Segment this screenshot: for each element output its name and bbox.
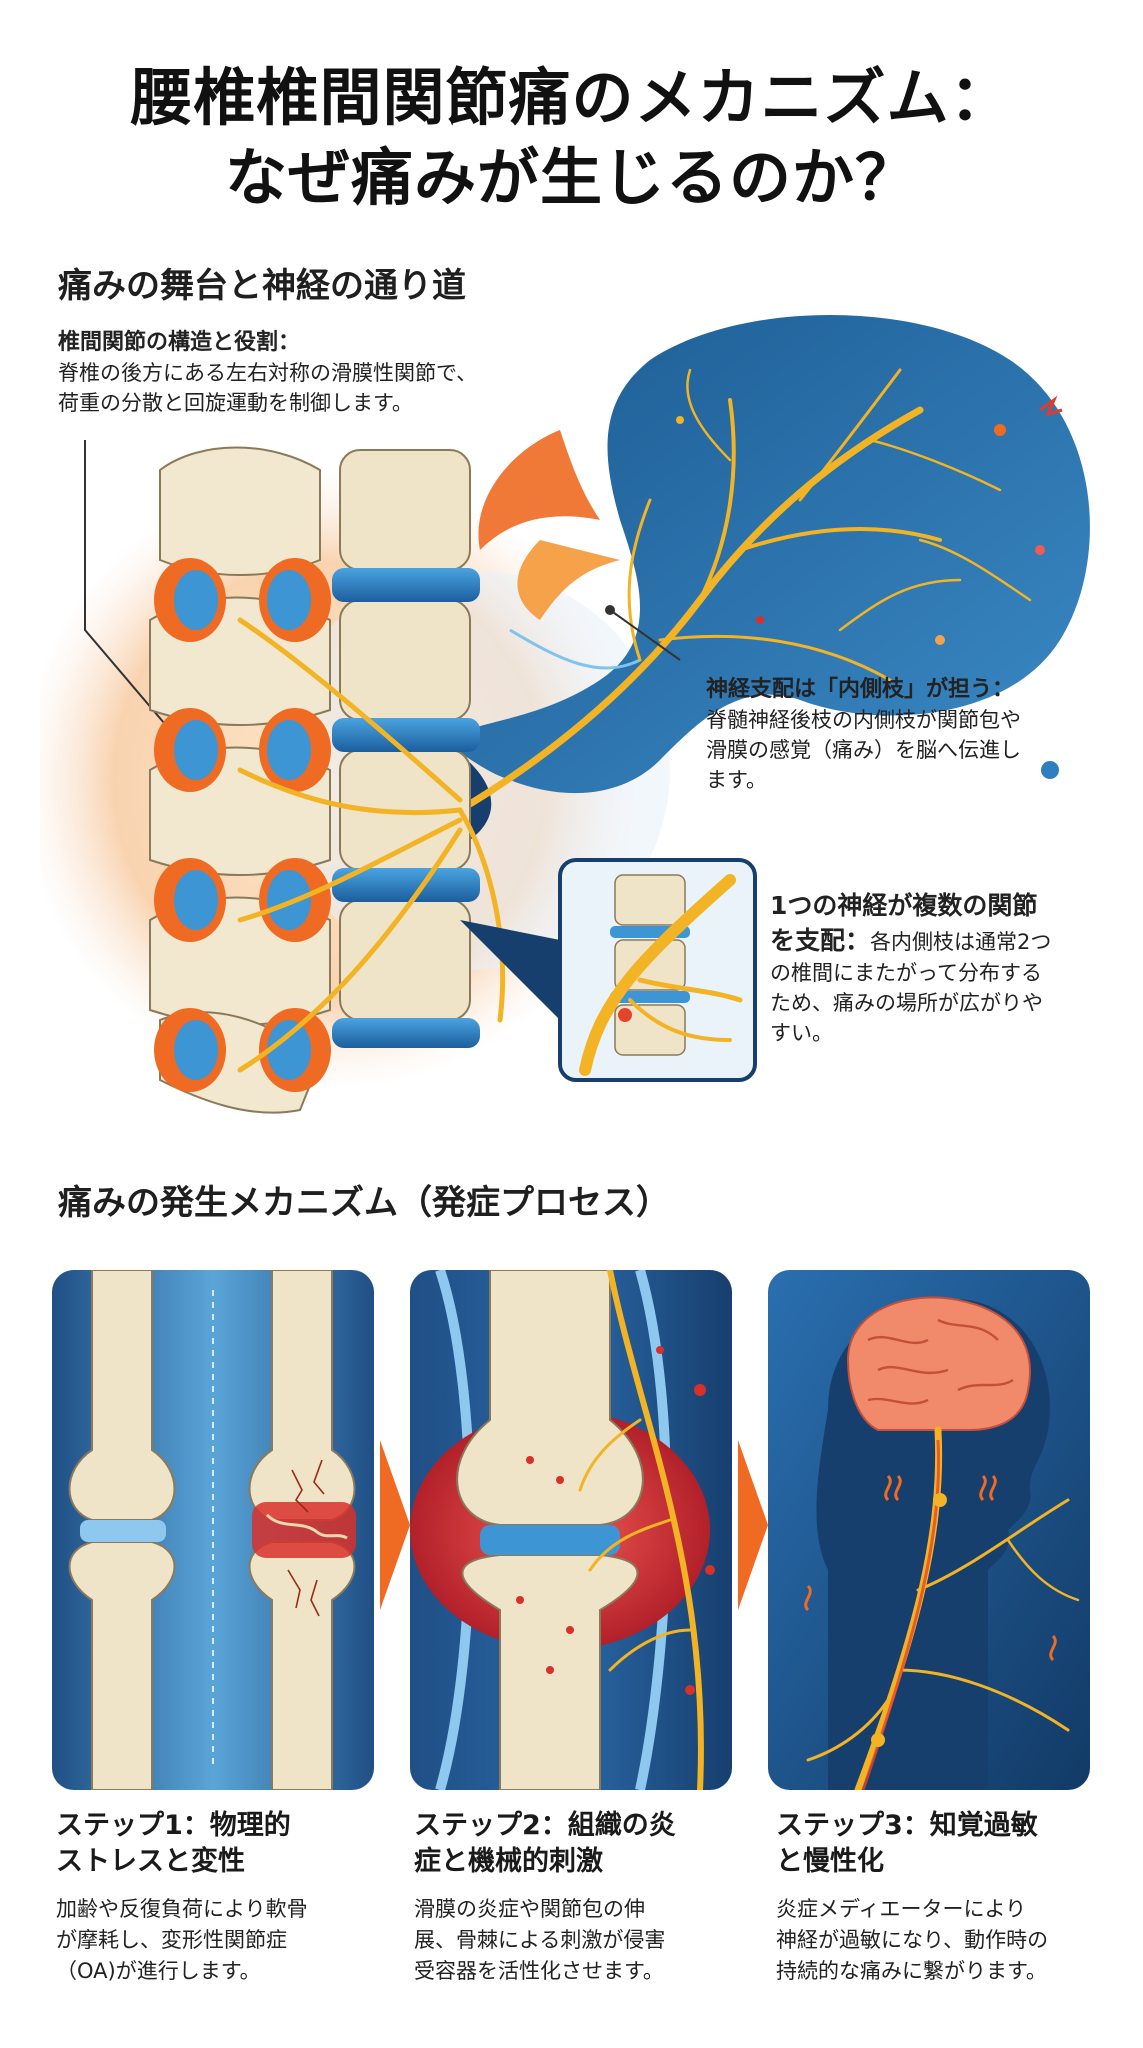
- chevron-right-icon: [738, 1440, 768, 1610]
- step-title-line: ステップ3：知覚過敏: [776, 1810, 1038, 1841]
- healthy-joint: [52, 1270, 374, 1790]
- step-title-line: ステップ1：物理的: [56, 1810, 291, 1841]
- step-description-line: 滑膜の炎症や関節包の伸: [414, 1897, 645, 1921]
- facet-note-line: 脊椎の後方にある左右対称の滑膜性関節で、: [58, 361, 478, 385]
- step-description-line: （OA)が進行します。: [56, 1959, 261, 1983]
- step-description-line: 受容器を活性化させます。: [414, 1959, 664, 1983]
- facet-joint: [154, 1008, 331, 1092]
- step-description-line: 加齢や反復負荷により軟骨: [56, 1897, 308, 1921]
- step-title: ステップ2：組織の炎 症と機械的刺激: [414, 1808, 744, 1880]
- nerve-sparks: [676, 395, 1063, 779]
- facet-note-lead: 椎間関節の構造と役割：: [58, 330, 301, 355]
- title-line-1: 腰椎椎間関節痛のメカニズム：: [130, 61, 1013, 134]
- page-title: 腰椎椎間関節痛のメカニズム： なぜ痛みが生じるのか？: [0, 58, 1143, 218]
- step-title-line: 症と機械的刺激: [414, 1846, 603, 1877]
- nerve-tree: [456, 368, 1032, 814]
- lumbar-vertebrae: [149, 446, 506, 1114]
- facet-note-line: 荷重の分散と回旋運動を制御します。: [58, 391, 413, 415]
- nerve-note-line: 脊髄神経後枝の内側枝が関節包や: [706, 708, 1021, 732]
- multi-note-line: ため、痛みの場所が広がりや: [770, 991, 1043, 1015]
- nerve-note-line: ます。: [706, 768, 767, 792]
- spine-illustration: [40, 315, 1090, 1114]
- step-description: 炎症メディエーターにより 神経が過敏になり、動作時の 持続的な痛みに繋がります。: [776, 1894, 1106, 1987]
- step-title: ステップ3：知覚過敏 と慢性化: [776, 1808, 1106, 1880]
- section-heading-stage: 痛みの舞台と神経の通り道: [58, 266, 466, 306]
- nerve-note-lead: 神経支配は「内側枝」が担う：: [706, 677, 1015, 702]
- multi-note-line: の椎間にまたがって分布する: [770, 961, 1042, 985]
- multi-note-lead: 1つの神経が複数の関節: [770, 891, 1038, 920]
- step-description: 加齢や反復負荷により軟骨 が摩耗し、変形性関節症 （OA)が進行します。: [56, 1894, 386, 1987]
- step-description-line: 炎症メディエーターにより: [776, 1897, 1027, 1921]
- inflamed-joint: [410, 1270, 732, 1790]
- step-2: ステップ2：組織の炎 症と機械的刺激 滑膜の炎症や関節包の伸 展、骨棘による刺激…: [414, 1808, 744, 1987]
- step-1: ステップ1：物理的 ストレスと変性 加齢や反復負荷により軟骨 が摩耗し、変形性関…: [56, 1808, 386, 1987]
- brain-icon: [846, 1296, 1031, 1431]
- title-line-2: なぜ痛みが生じるのか？: [224, 141, 918, 214]
- multi-note-line: 各内側枝は通常2つ: [870, 930, 1052, 954]
- step-description-line: 神経が過敏になり、動作時の: [776, 1928, 1049, 1952]
- inset-zoom: [460, 858, 757, 1082]
- step-description-line: 展、骨棘による刺激が侵害: [414, 1928, 666, 1952]
- facet-joint: [154, 558, 331, 642]
- step-title-line: ストレスと変性: [56, 1846, 245, 1877]
- step-title: ステップ1：物理的 ストレスと変性: [56, 1808, 386, 1880]
- step-title-line: ステップ2：組織の炎: [414, 1810, 676, 1841]
- step-title-line: と慢性化: [776, 1846, 884, 1877]
- step-3: ステップ3：知覚過敏 と慢性化 炎症メディエーターにより 神経が過敏になり、動作…: [776, 1808, 1106, 1987]
- nerve-note-line: 滑膜の感覚（痛み）を脳へ伝進し: [706, 738, 1021, 762]
- section-heading-mechanism: 痛みの発生メカニズム（発症プロセス）: [58, 1183, 670, 1223]
- step-description-line: 持続的な痛みに繋がります。: [776, 1959, 1047, 1983]
- head-brain: [768, 1270, 1090, 1790]
- multi-joint-note: 1つの神経が複数の関節 を支配：各内側枝は通常2つ の椎間にまたがって分布する …: [770, 888, 1110, 1048]
- chevron-right-icon: [380, 1440, 410, 1610]
- facet-joint-note: 椎間関節の構造と役割： 脊椎の後方にある左右対称の滑膜性関節で、 荷重の分散と回…: [58, 328, 578, 418]
- multi-note-lead: を支配：: [770, 926, 871, 955]
- multi-note-line: すい。: [770, 1021, 833, 1045]
- degenerated-joint: [248, 1270, 356, 1790]
- step-description: 滑膜の炎症や関節包の伸 展、骨棘による刺激が侵害 受容器を活性化させます。: [414, 1894, 744, 1987]
- facet-joint: [154, 708, 331, 792]
- step-description-line: が摩耗し、変形性関節症: [56, 1928, 287, 1952]
- nerve-supply-note: 神経支配は「内側枝」が担う： 脊髄神経後枝の内側枝が関節包や 滑膜の感覚（痛み）…: [706, 675, 1116, 795]
